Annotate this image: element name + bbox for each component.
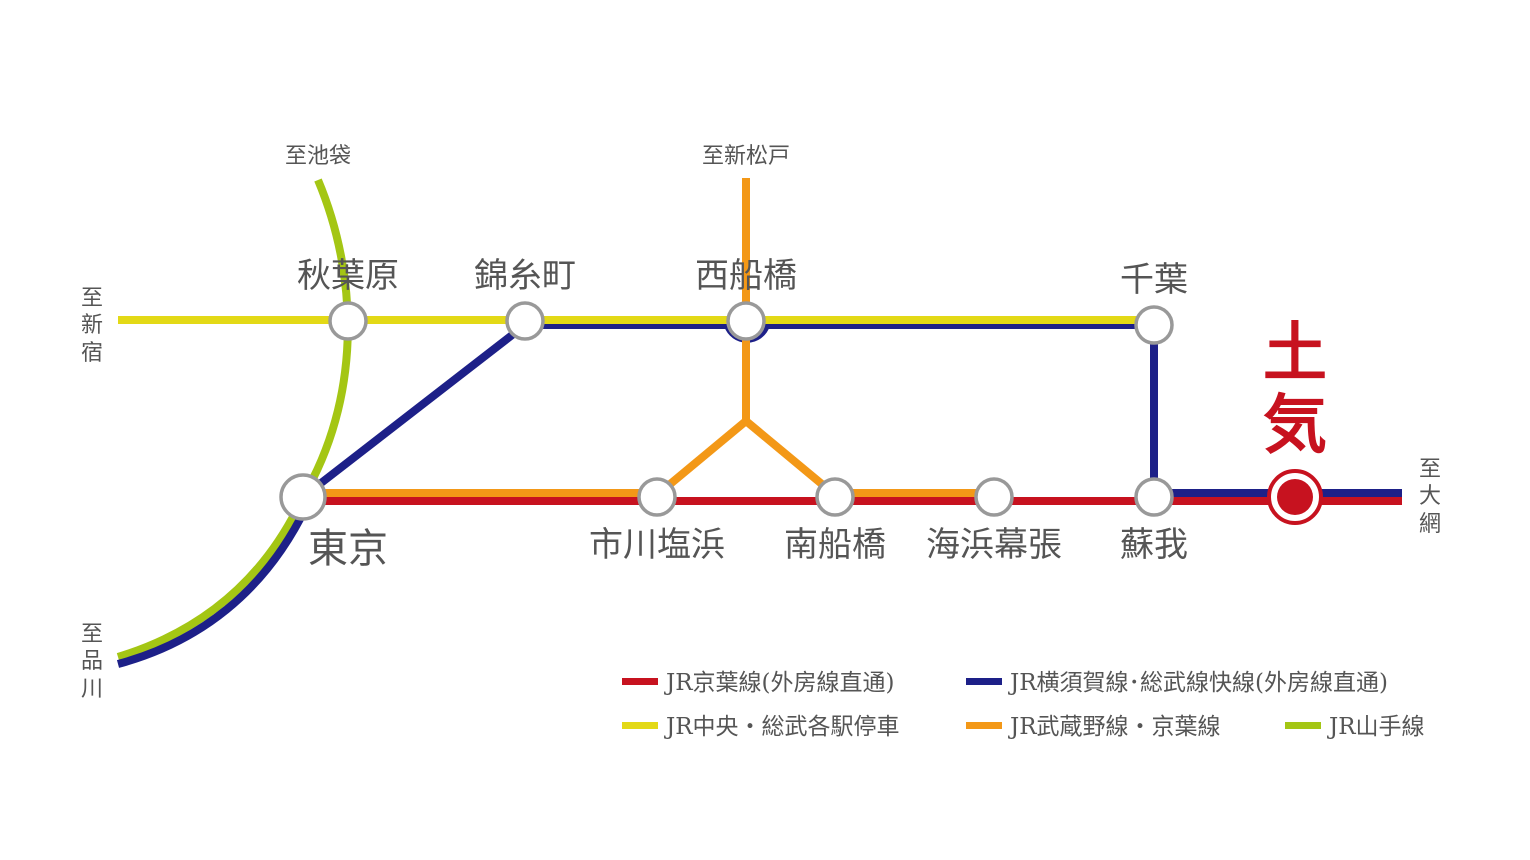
direction-label-shinagawa-3: 川 [81, 677, 103, 702]
station-label-akihabara: 秋葉原 [297, 256, 399, 296]
station-marker-ichikawashiohama [637, 477, 677, 517]
legend-swatch-chuo-sobu [622, 722, 658, 729]
yamanote-line [116, 178, 352, 661]
station-marker-tokyo [279, 473, 327, 521]
station-label-soga: 蘇我 [1120, 525, 1188, 565]
legend-label-yokosuka-sobu: JR横須賀線･総武線快線(外房線直通) [1008, 670, 1388, 696]
direction-label-shinjuku-2: 新 [81, 313, 103, 338]
station-marker-kinshicho [505, 301, 545, 341]
direction-label-shinagawa-2: 品 [81, 649, 103, 674]
station-label-nishifunabashi: 西船橋 [695, 256, 797, 296]
station-label-minamifunabashi: 南船橋 [784, 525, 886, 565]
legend: JR京葉線(外房線直通) JR横須賀線･総武線快線(外房線直通) JR中央・総武… [622, 670, 1425, 740]
station-marker-kaihinmakuhari [974, 477, 1014, 517]
station-marker-minamifunabashi [815, 477, 855, 517]
legend-label-yamanote: JR山手線 [1327, 714, 1425, 740]
station-marker-chiba [1134, 305, 1174, 345]
legend-swatch-keiyo [622, 678, 658, 685]
station-marker-toke-inner [1277, 479, 1313, 515]
direction-label-shinmatsudo: 至新松戸 [702, 144, 790, 169]
station-marker-nishifunabashi [726, 301, 766, 341]
legend-swatch-musashino [966, 722, 1002, 729]
direction-label-shinagawa-1: 至 [81, 622, 103, 647]
highlight-station-char-2: 気 [1263, 389, 1327, 463]
station-marker-akihabara [328, 301, 368, 341]
direction-label-shinjuku-1: 至 [81, 286, 103, 311]
station-label-chiba: 千葉 [1120, 260, 1188, 300]
station-marker-soga [1134, 477, 1174, 517]
direction-label-oami-1: 至 [1419, 457, 1441, 482]
direction-label-oami-3: 網 [1419, 512, 1441, 537]
legend-label-keiyo: JR京葉線(外房線直通) [664, 670, 894, 696]
station-label-ichikawashiohama: 市川塩浜 [589, 525, 725, 565]
legend-label-musashino: JR武蔵野線・京葉線 [1008, 714, 1221, 740]
station-label-tokyo: 東京 [308, 526, 388, 572]
direction-label-oami-2: 大 [1419, 484, 1441, 509]
highlight-station-char-1: 土 [1263, 317, 1327, 391]
musashino-line-branch-ichikawa [654, 417, 749, 499]
station-label-kaihinmakuhari: 海浜幕張 [926, 525, 1062, 565]
direction-label-shinjuku-3: 宿 [81, 341, 103, 366]
musashino-line-branch-minami [743, 417, 838, 499]
direction-label-ikebukuro: 至池袋 [285, 144, 351, 169]
legend-swatch-yokosuka-sobu [966, 678, 1002, 685]
station-label-kinshicho: 錦糸町 [474, 256, 576, 296]
yokosuka-sobu-line-shinagawa [116, 499, 313, 668]
legend-label-chuo-sobu: JR中央・総武各駅停車 [664, 714, 900, 740]
yokosuka-sobu-line-main [300, 321, 1402, 501]
legend-swatch-yamanote [1285, 722, 1321, 729]
